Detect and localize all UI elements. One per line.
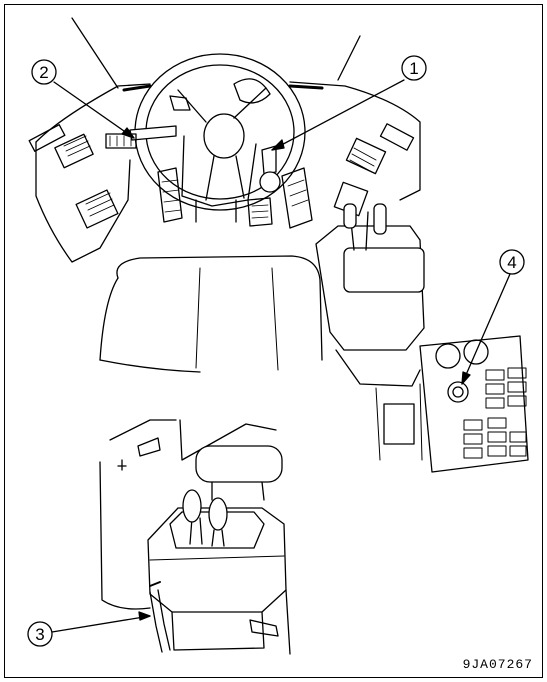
callout-1: 1 — [272, 56, 426, 150]
callout-2-label: 2 — [39, 63, 48, 82]
dash-vent-upper-left — [29, 125, 65, 152]
console-tray — [384, 404, 414, 444]
armrest — [344, 248, 424, 292]
left-pillar — [72, 18, 118, 88]
direction-lever[interactable] — [106, 126, 176, 148]
gearshift-lever[interactable] — [260, 146, 280, 192]
callout-4: 4 — [462, 250, 524, 384]
steering-column — [182, 136, 256, 222]
panel-switch-target[interactable] — [448, 382, 468, 402]
right-pillar — [338, 36, 360, 80]
work-lever-left[interactable] — [344, 204, 356, 228]
callout-3-label: 3 — [35, 625, 44, 644]
closeup-pedal — [250, 620, 278, 636]
callout-2: 2 — [32, 60, 134, 138]
closeup-console-base — [172, 612, 264, 650]
work-lever-right[interactable] — [374, 204, 386, 234]
closeup-clip — [138, 438, 160, 456]
closeup-left-edge — [100, 462, 150, 609]
accelerator-pedal[interactable] — [282, 168, 312, 228]
gauge-center — [234, 79, 270, 103]
callout-3: 3 — [28, 612, 150, 646]
panel-switch-grid — [464, 368, 526, 458]
figure-code: 9JA07267 — [463, 657, 533, 672]
right-control-console — [316, 204, 424, 460]
closeup-bolt — [118, 460, 126, 470]
cab-interior-view — [29, 18, 528, 472]
operator-seat — [100, 256, 322, 372]
dash-vent-left-lower — [76, 190, 118, 228]
dash-trim-left — [124, 86, 150, 90]
panel-knob-left[interactable] — [436, 344, 460, 368]
dash-vent-left — [55, 134, 93, 167]
dash-trim-right — [290, 86, 322, 88]
callout-4-label: 4 — [507, 253, 516, 272]
left-console-panel — [36, 142, 130, 262]
pedal-right[interactable] — [248, 198, 272, 226]
dash-vent-right — [346, 138, 385, 173]
dash-vent-upper-right — [380, 124, 413, 150]
closeup-top-edge — [110, 420, 176, 440]
gauge-left — [170, 96, 190, 110]
callout-1-label: 1 — [409, 59, 418, 78]
closeup-armrest — [196, 446, 282, 482]
